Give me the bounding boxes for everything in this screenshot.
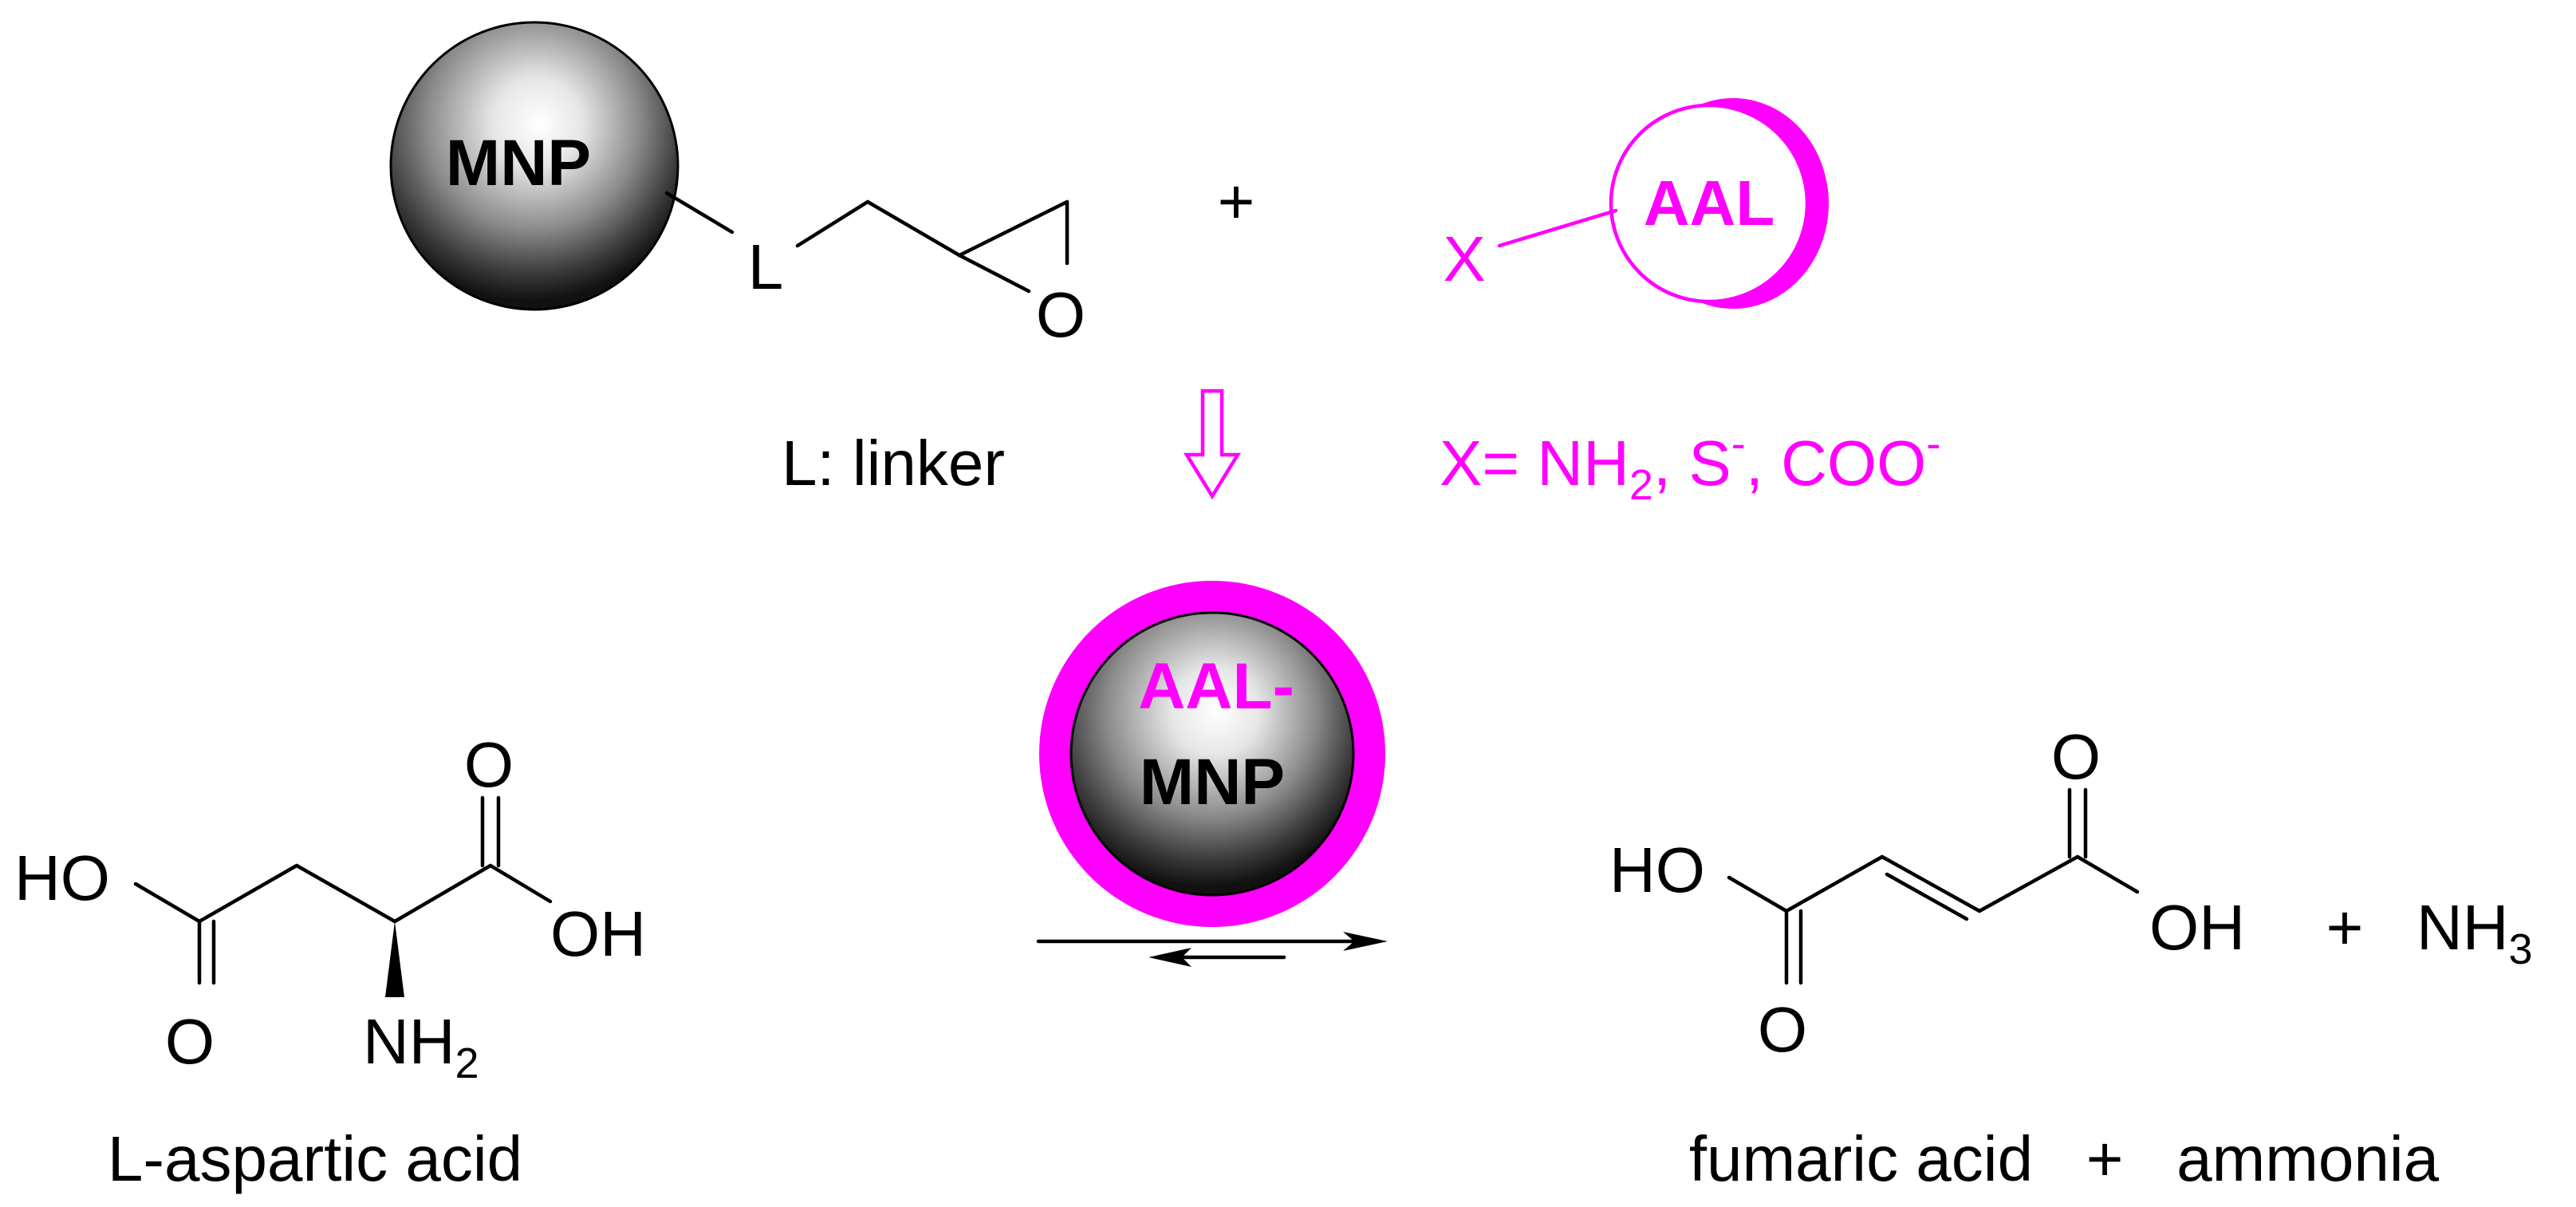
fumaric-o-bottom: O bbox=[1758, 994, 1807, 1065]
mnp-label: MNP bbox=[446, 127, 591, 199]
mnp-epoxide-reagent: MNP L O bbox=[389, 21, 1085, 350]
fumaric-acid-structure: HO O O OH + NH3 fumaric acid + ammonia bbox=[1609, 721, 2533, 1194]
x-atom: X bbox=[1443, 223, 1485, 294]
aspartic-nh2: NH2 bbox=[363, 1006, 479, 1087]
aal-reagent: AAL X bbox=[1443, 98, 1829, 309]
aspartic-o-bottom: O bbox=[165, 1006, 215, 1077]
ammonia-formula: NH3 bbox=[2416, 892, 2533, 973]
products-plus: + bbox=[2326, 892, 2364, 963]
linker-bonds bbox=[664, 191, 962, 258]
aspartic-acid-structure: HO O O OH NH2 L-aspartic acid bbox=[14, 729, 646, 1194]
aspartic-o-top: O bbox=[464, 729, 514, 800]
x-substituents-note: X= NH2, S-, COO- bbox=[1440, 420, 1940, 509]
linker-note: L: linker bbox=[782, 428, 1005, 499]
hollow-down-arrow bbox=[1183, 389, 1242, 500]
fumaric-bonds bbox=[1727, 787, 2140, 985]
aspartic-bonds bbox=[133, 795, 553, 985]
mnp-sphere bbox=[389, 21, 679, 311]
equilibrium-arrows bbox=[1036, 932, 1388, 967]
aal-x-bond bbox=[1497, 208, 1618, 248]
aspartic-name: L-aspartic acid bbox=[108, 1123, 522, 1194]
catalyst-label-aal: AAL- bbox=[1138, 650, 1294, 723]
aal-label: AAL bbox=[1644, 168, 1774, 239]
fumaric-ho: HO bbox=[1609, 834, 1705, 905]
fumaric-ammonia-name: fumaric acid + ammonia bbox=[1689, 1123, 2440, 1194]
aspartic-ho: HO bbox=[14, 842, 110, 913]
plus-sign-top: + bbox=[1218, 166, 1255, 237]
linker-atom: L bbox=[748, 231, 784, 302]
catalyst-label-mnp: MNP bbox=[1140, 746, 1285, 818]
epoxide-oxygen: O bbox=[1036, 279, 1085, 350]
aal-mnp-catalyst: AAL- MNP bbox=[1039, 581, 1385, 927]
aspartic-wedge-bond bbox=[385, 921, 404, 997]
fumaric-oh: OH bbox=[2149, 892, 2245, 963]
epoxide-ring bbox=[957, 199, 1069, 294]
aal-circle bbox=[1609, 103, 1810, 304]
catalyst-sphere bbox=[1069, 611, 1355, 897]
fumaric-o-top: O bbox=[2051, 721, 2101, 792]
aspartic-oh: OH bbox=[550, 898, 646, 969]
